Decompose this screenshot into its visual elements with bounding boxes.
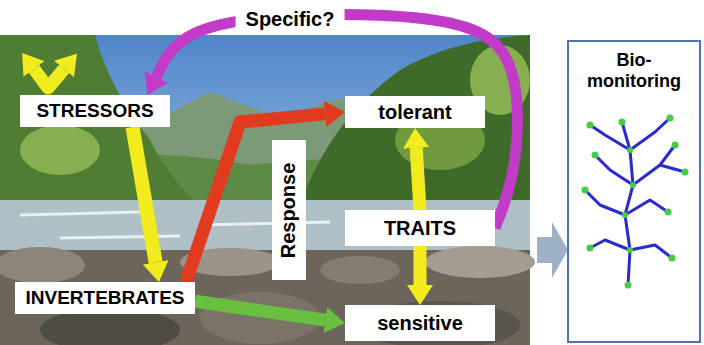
site-dot [682,169,689,176]
network-line [630,245,672,258]
node-text: tolerant [378,101,451,124]
arrow-connector [156,15,517,228]
node-text: Response [278,162,301,258]
network-line [590,125,630,150]
rock [425,246,535,278]
arrow-connector [186,114,325,282]
stressors-box: STRESSORS [20,95,170,127]
sample-sites [582,115,689,289]
node-text: TRAITS [384,217,456,240]
site-dot [665,209,672,216]
rock [320,256,400,284]
stressor-arrows [34,69,64,88]
arrow-connector [133,127,156,262]
invertebrates-box: INVERTEBRATES [15,282,195,314]
site-dot [672,142,679,149]
edge-label: Specific? [236,6,345,33]
network-line [633,165,685,185]
site-dot [630,182,636,188]
site-dot [627,147,633,153]
node-text: Bio- monitoring [579,50,689,91]
arrow-connector [414,246,427,285]
rock [0,247,85,283]
site-dot [669,255,676,262]
response-box: Response [272,140,306,280]
sky [0,35,530,345]
site-dot [625,282,632,289]
flow-arrow [537,222,568,278]
site-dot [592,152,599,159]
site-dot [619,119,626,126]
network-line [630,118,670,150]
network-line [590,240,630,250]
node-text: sensitive [377,312,463,335]
node-text: STRESSORS [36,100,153,122]
node-text: INVERTEBRATES [25,287,184,309]
site-dot [587,245,594,252]
site-dot [582,187,589,194]
arrow-connector [416,148,420,210]
trees-right [300,35,530,215]
site-dot [627,247,633,253]
network-line [585,190,625,215]
traits-box: TRAITS [345,210,495,246]
arrow-connector [195,301,325,320]
sensitive-box: sensitive [345,305,495,341]
river-network [585,118,685,285]
network-line [595,155,633,185]
tolerant-box: tolerant [345,96,485,128]
site-dot [622,212,628,218]
river [0,200,530,255]
network-line [625,200,668,215]
site-dot [667,115,674,122]
biomonitoring-panel: Bio- monitoring [567,40,701,343]
foliage [20,125,100,175]
network-line [660,145,675,165]
site-dot [587,122,594,129]
